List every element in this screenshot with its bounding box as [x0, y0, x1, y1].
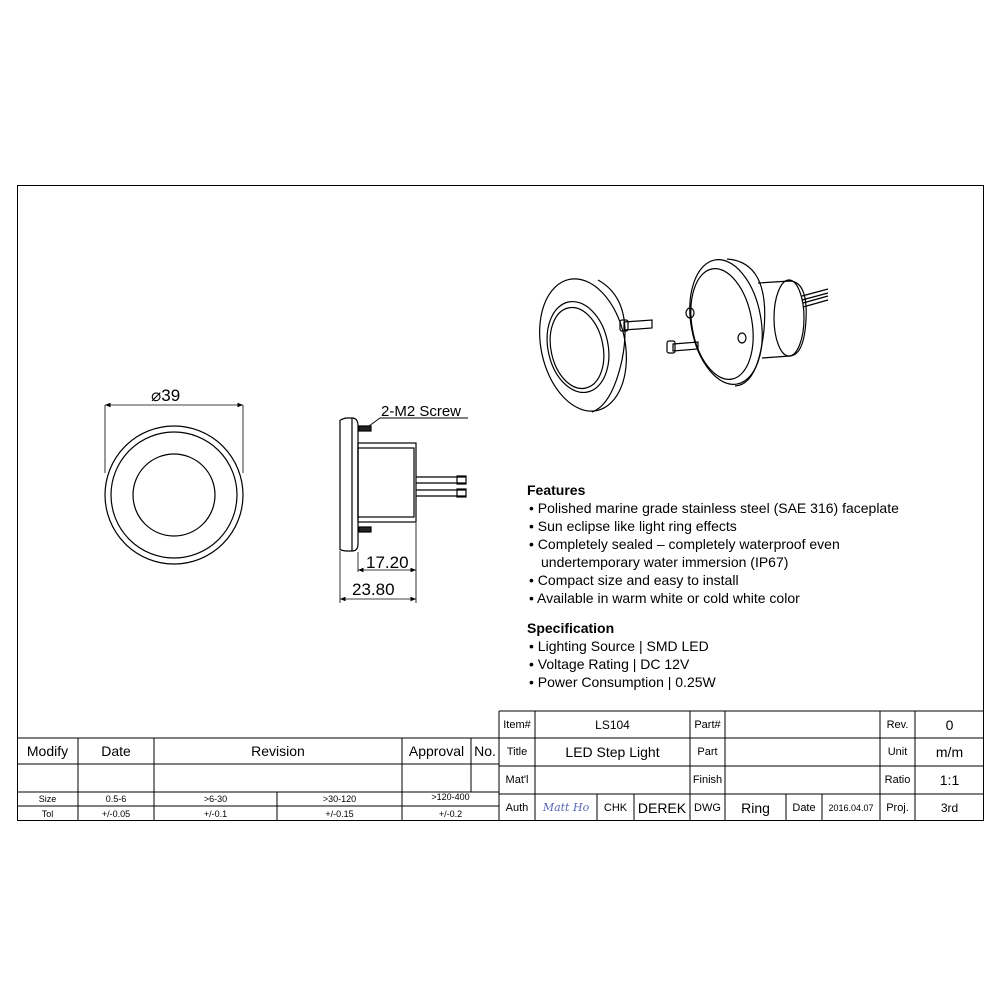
header-revision: Revision [251, 743, 305, 759]
title-label: Title [506, 746, 528, 758]
part-label: Part [697, 746, 718, 758]
chk-value: DEREK [637, 799, 687, 816]
feature-item-continued: undertemporary water immersion (IP67) [541, 554, 789, 570]
tolerance-value: +/-0.05 [101, 808, 131, 819]
size-range: 0.5-6 [105, 794, 127, 804]
proj-label: Proj. [886, 801, 909, 814]
finish-label: Finish [692, 774, 723, 786]
feature-item: • Completely sealed – completely waterpr… [529, 536, 840, 552]
auth-label: Auth [505, 801, 529, 814]
proj-value: 3rd [940, 800, 959, 815]
diameter-dimension: ⌀39 [151, 386, 181, 405]
size-label: Size [38, 794, 57, 804]
front-view [104, 402, 244, 565]
unit-label: Unit [887, 746, 908, 758]
feature-item: • Compact size and easy to install [529, 572, 739, 588]
features-heading: Features [527, 482, 586, 498]
drawing-border [17, 185, 984, 821]
header-no: No. [474, 743, 496, 759]
part-number-value [725, 711, 880, 738]
tolerance-value: +/-0.1 [203, 808, 228, 819]
unit-value: m/m [935, 744, 964, 760]
tol-label: Tol [41, 808, 54, 819]
spec-item: • Power Consumption | 0.25W [529, 674, 716, 690]
dwg-value: Ring [741, 799, 770, 816]
part-number-label: Part# [694, 718, 721, 731]
item-value: LS104 [595, 717, 630, 732]
ratio-value: 1:1 [939, 772, 960, 788]
rev-label: Rev. [886, 718, 909, 731]
feature-item: • Polished marine grade stainless steel … [529, 500, 899, 516]
chk-label: CHK [603, 801, 628, 814]
isometric-view [539, 258, 829, 413]
side-view [339, 417, 468, 603]
specification-heading: Specification [527, 620, 615, 636]
header-modify: Modify [26, 743, 69, 759]
spec-item: • Lighting Source | SMD LED [529, 638, 709, 654]
material-label: Mat'l [505, 774, 529, 786]
ratio-label: Ratio [884, 774, 911, 786]
body-depth-dimension: 17.20 [366, 553, 409, 572]
material-value [535, 766, 690, 794]
title-value: LED Step Light [565, 744, 660, 760]
feature-item: • Available in warm white or cold white … [529, 590, 800, 606]
finish-value [725, 766, 880, 794]
total-depth-dimension: 23.80 [352, 580, 395, 599]
rev-value: 0 [945, 716, 954, 733]
spec-item: • Voltage Rating | DC 12V [529, 656, 690, 672]
date-value: 2016.04.07 [828, 802, 874, 813]
size-range: >120-400 [431, 792, 470, 802]
header-approval: Approval [408, 743, 465, 759]
feature-item: • Sun eclipse like light ring effects [529, 518, 737, 534]
size-range: >6-30 [203, 794, 228, 804]
date-label: Date [792, 801, 816, 814]
dwg-label: DWG [694, 801, 721, 814]
tolerance-value: +/-0.2 [438, 808, 463, 819]
part-value [725, 738, 880, 766]
auth-signature: Matt Ho [542, 801, 590, 814]
header-date: Date [101, 743, 131, 759]
screw-callout: 2-M2 Screw [381, 403, 462, 420]
item-label: Item# [503, 718, 531, 731]
table-grid [17, 710, 984, 821]
size-range: >30-120 [322, 794, 357, 804]
tolerance-value: +/-0.15 [325, 808, 354, 819]
